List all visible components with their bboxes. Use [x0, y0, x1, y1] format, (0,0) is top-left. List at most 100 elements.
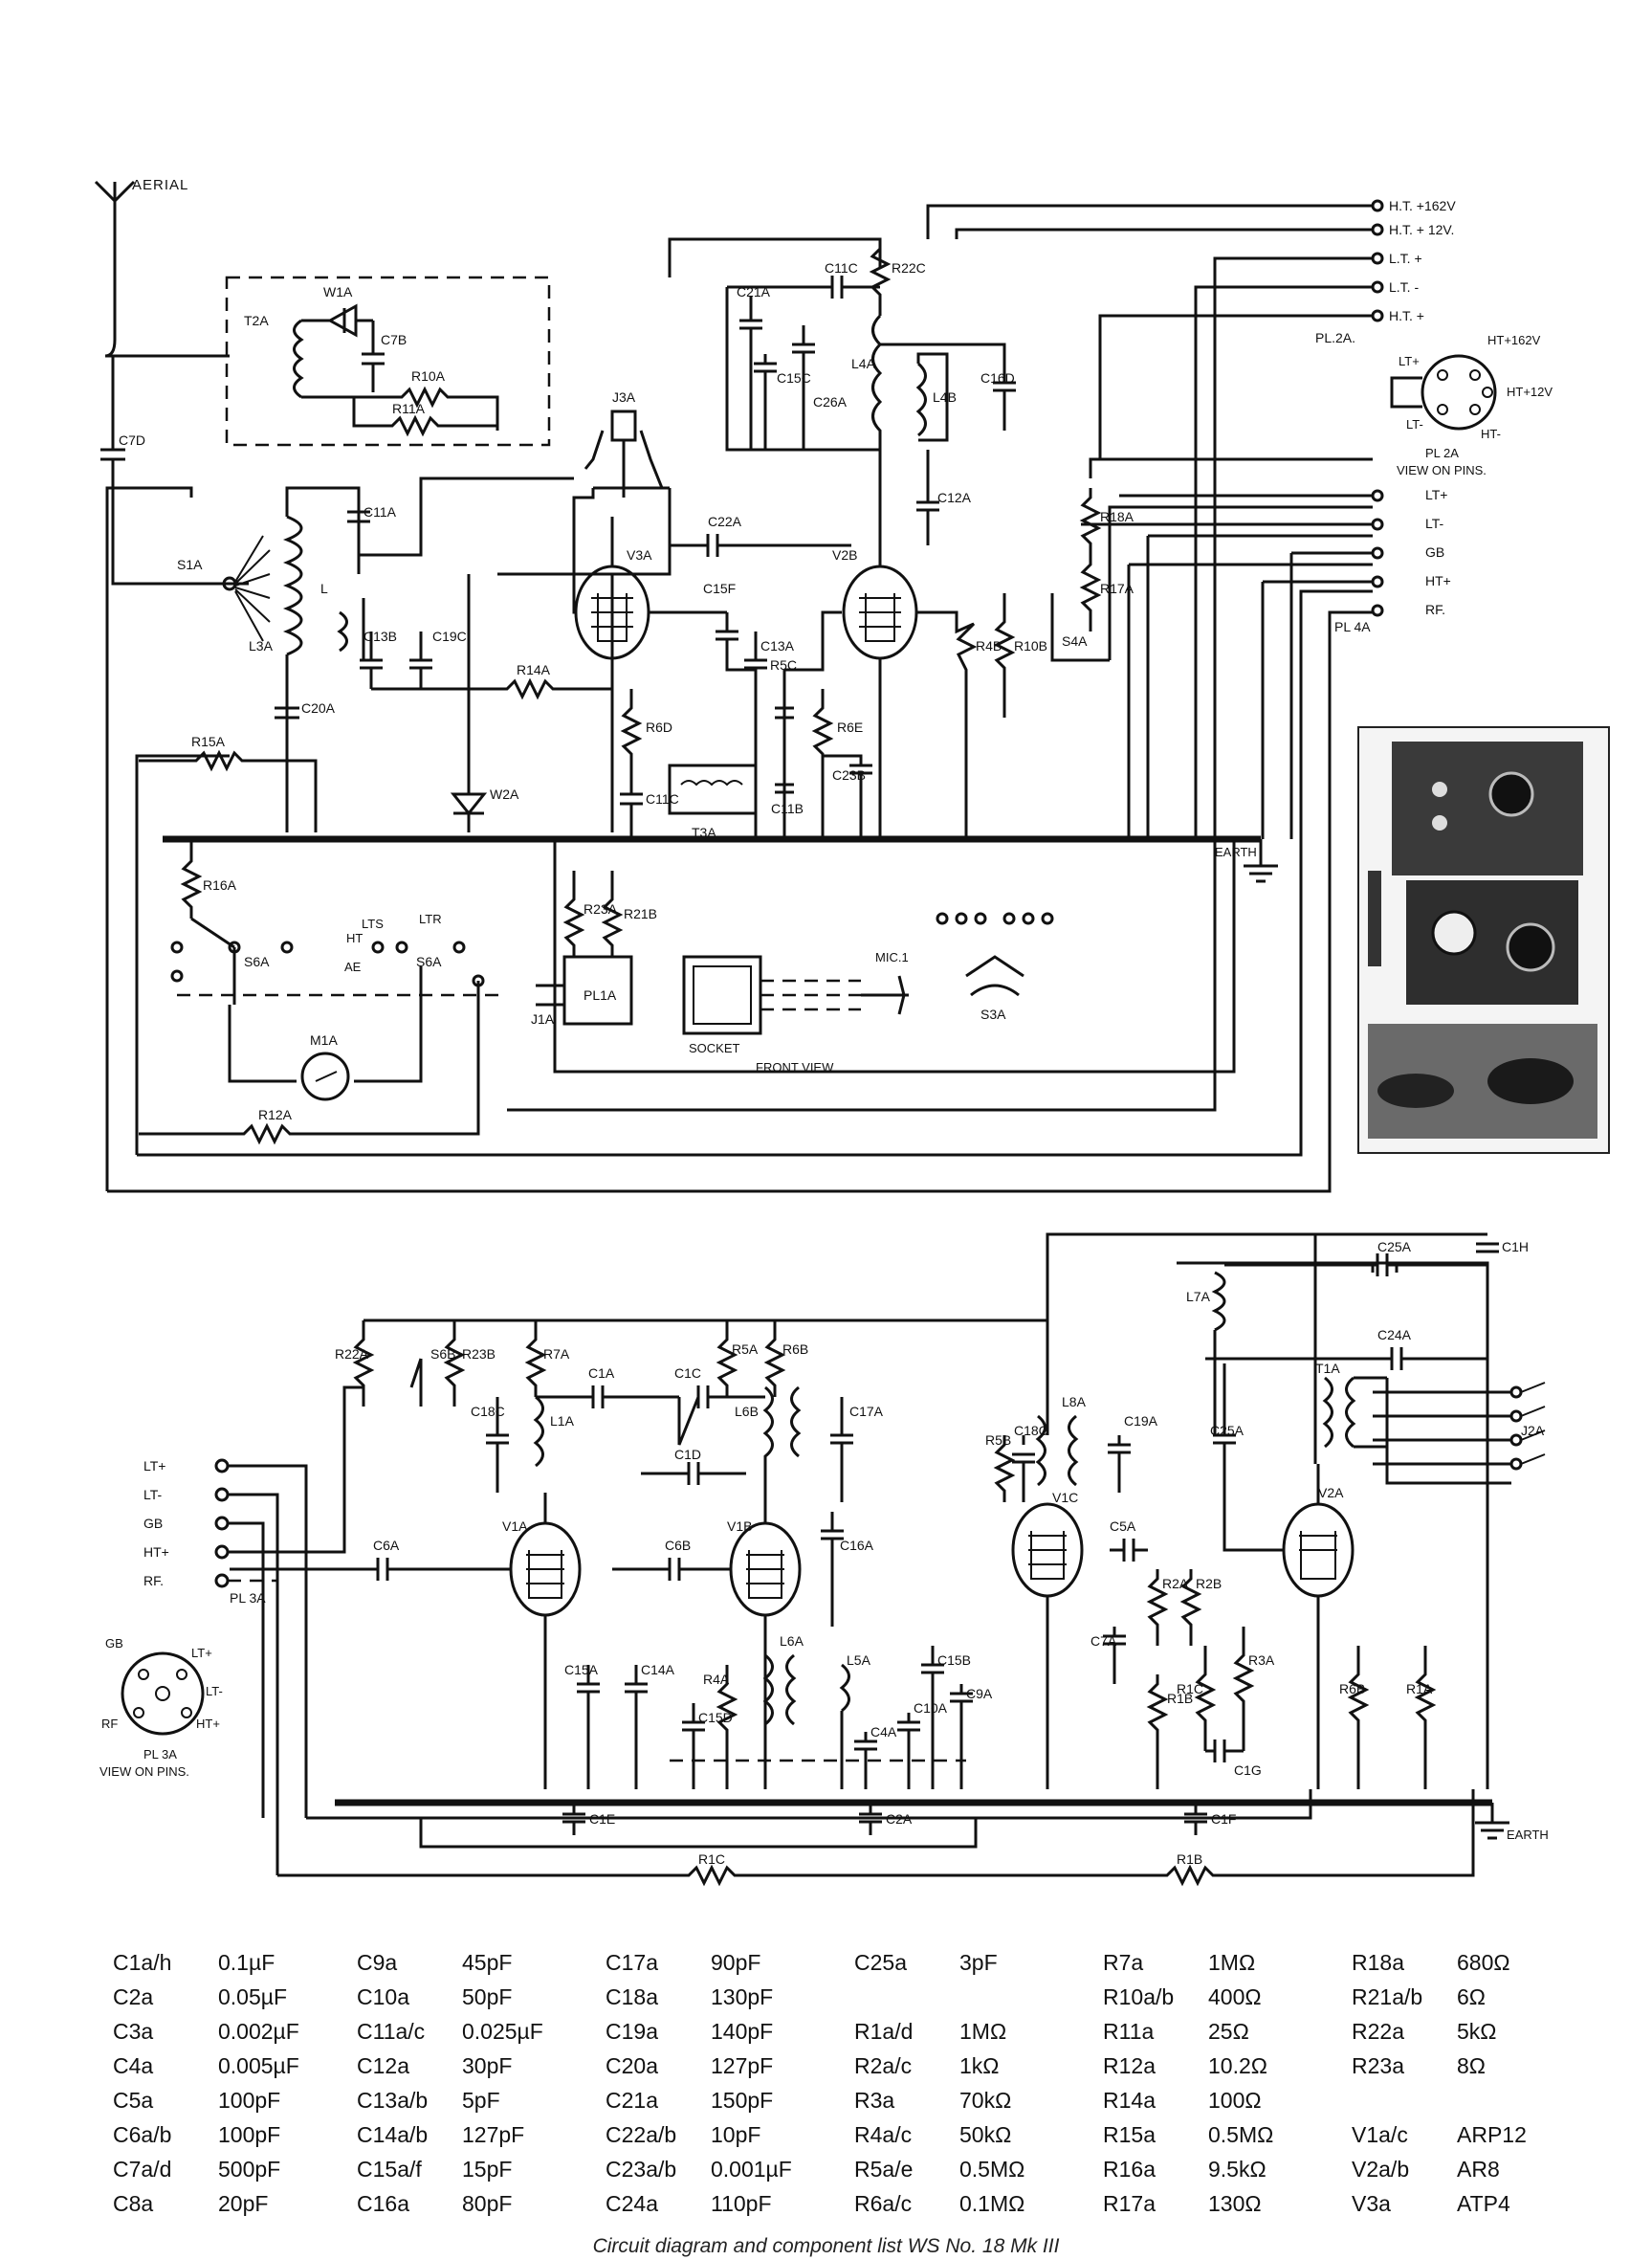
label-c11b: C11B [771, 801, 804, 816]
label-c13b: C13B [363, 629, 397, 644]
pl2a-pin-1: HT+162V [1487, 333, 1541, 347]
label-l6a: L6A [780, 1633, 804, 1649]
label-ae: AE [344, 960, 362, 974]
part-ref: R6a/c [854, 2191, 913, 2216]
pl2a-pin-0: LT+ [1399, 354, 1420, 368]
label-v2b: V2B [832, 547, 857, 563]
label-c25a: C25A [1377, 1239, 1412, 1254]
screened-box [225, 276, 551, 447]
part-value: 100pF [218, 2088, 281, 2113]
part-value: 1kΩ [959, 2053, 1000, 2078]
part-ref: R21a/b [1352, 1984, 1423, 2009]
part-ref: R10a/b [1103, 1984, 1175, 2009]
part-value: 0.005µF [218, 2053, 299, 2078]
part-value: ATP4 [1457, 2191, 1510, 2216]
label-c15c: C15C [777, 370, 811, 386]
part-value: 127pF [462, 2122, 525, 2147]
label-c15b: C15B [937, 1652, 971, 1668]
label-pl1a: PL1A [584, 987, 617, 1003]
label-c6a: C6A [373, 1538, 400, 1553]
label-l4b: L4B [933, 389, 957, 405]
pl2a-view-line2: VIEW ON PINS. [1397, 463, 1487, 477]
label-r6b-right: R6B [1339, 1681, 1365, 1696]
part-ref: C7a/d [113, 2157, 172, 2182]
label-l7a: L7A [1186, 1289, 1211, 1304]
pl3a-pin-0: GB [105, 1636, 123, 1651]
label-r6d: R6D [646, 720, 672, 735]
part-value: 10.2Ω [1208, 2053, 1267, 2078]
part-value: 10pF [711, 2122, 761, 2147]
part-ref: C15a/f [357, 2157, 422, 2182]
figure-caption: Circuit diagram and component list WS No… [592, 2235, 1060, 2257]
label-r22a: R22A [335, 1346, 369, 1362]
part-ref: C5a [113, 2088, 154, 2113]
part-ref: C9a [357, 1950, 398, 1975]
label-r4a: R4A [703, 1672, 730, 1687]
part-value: 70kΩ [959, 2088, 1012, 2113]
tx-terminal-4: RF. [1425, 602, 1445, 617]
rx-terminal-4: RF. [143, 1573, 164, 1588]
label-r1b-bottom: R1B [1177, 1851, 1202, 1867]
tx-terminal-3: HT+ [1425, 573, 1451, 588]
part-value: 100Ω [1208, 2088, 1262, 2113]
part-ref: R23a [1352, 2053, 1404, 2078]
label-r23b: R23B [462, 1346, 496, 1362]
part-value: 3pF [959, 1950, 998, 1975]
part-ref: C11a/c [357, 2019, 426, 2044]
part-value: 0.025µF [462, 2019, 543, 2044]
power-terminal-4: H.T. + [1389, 308, 1424, 323]
label-r4b: R4B [976, 638, 1002, 654]
part-value: 0.1MΩ [959, 2191, 1025, 2216]
part-value: 130Ω [1208, 2191, 1262, 2216]
part-ref: C21a [606, 2088, 658, 2113]
part-value: 50pF [462, 1984, 513, 2009]
part-value: ARP12 [1457, 2122, 1527, 2147]
label-t2a: T2A [244, 313, 269, 328]
part-ref: R4a/c [854, 2122, 913, 2147]
part-value: 1MΩ [959, 2019, 1007, 2044]
label-c1c: C1C [674, 1365, 701, 1381]
label-earth-bottom: EARTH [1507, 1828, 1549, 1842]
part-ref: C16a [357, 2191, 409, 2216]
label-c24a: C24A [1377, 1327, 1412, 1342]
pl2a-view-line1: PL 2A [1425, 446, 1459, 460]
power-terminal-0: H.T. +162V [1389, 198, 1456, 213]
label-c15a: C15A [564, 1662, 599, 1677]
label-w2a: W2A [490, 787, 519, 802]
label-r1c-bottom: R1C [698, 1851, 725, 1867]
label-earth-top: EARTH [1215, 845, 1257, 859]
part-value: 30pF [462, 2053, 513, 2078]
part-value: 45pF [462, 1950, 513, 1975]
label-r1b: R1B [1167, 1691, 1193, 1706]
pl3a-pin-1: LT+ [191, 1646, 212, 1660]
label-r3a: R3A [1248, 1652, 1275, 1668]
tx-terminal-2: GB [1425, 544, 1444, 560]
part-value: 0.5MΩ [959, 2157, 1025, 2182]
label-j2a: J2A [1521, 1423, 1545, 1438]
part-value: 90pF [711, 1950, 761, 1975]
socket-box [682, 955, 762, 1035]
valve-v3a: V3A [574, 517, 652, 832]
label-c16d: C16D [980, 370, 1015, 386]
part-value: 15pF [462, 2157, 513, 2182]
label-r10b: R10B [1014, 638, 1047, 654]
part-ref: V2a/b [1352, 2157, 1410, 2182]
label-r6e: R6E [837, 720, 863, 735]
label-c25a-vert: C25A [1210, 1423, 1245, 1438]
label-r5b: R5B [985, 1432, 1011, 1448]
label-r10a: R10A [411, 368, 446, 384]
part-ref: R18a [1352, 1950, 1404, 1975]
pl3a-pin-2: LT- [206, 1684, 223, 1698]
part-ref: C3a [113, 2019, 154, 2044]
label-v3a: V3A [627, 547, 652, 563]
part-value: 6Ω [1457, 1984, 1486, 2009]
part-ref: C17a [606, 1950, 658, 1975]
part-value: 680Ω [1457, 1950, 1510, 1975]
part-ref: C2a [113, 1984, 154, 2009]
part-ref: R22a [1352, 2019, 1404, 2044]
label-c1g: C1G [1234, 1762, 1262, 1778]
aerial-symbol: AERIAL [94, 177, 230, 358]
label-c11c-upper: C11C [825, 260, 858, 276]
part-ref: C19a [606, 2019, 658, 2044]
part-value: 9.5kΩ [1208, 2157, 1267, 2182]
